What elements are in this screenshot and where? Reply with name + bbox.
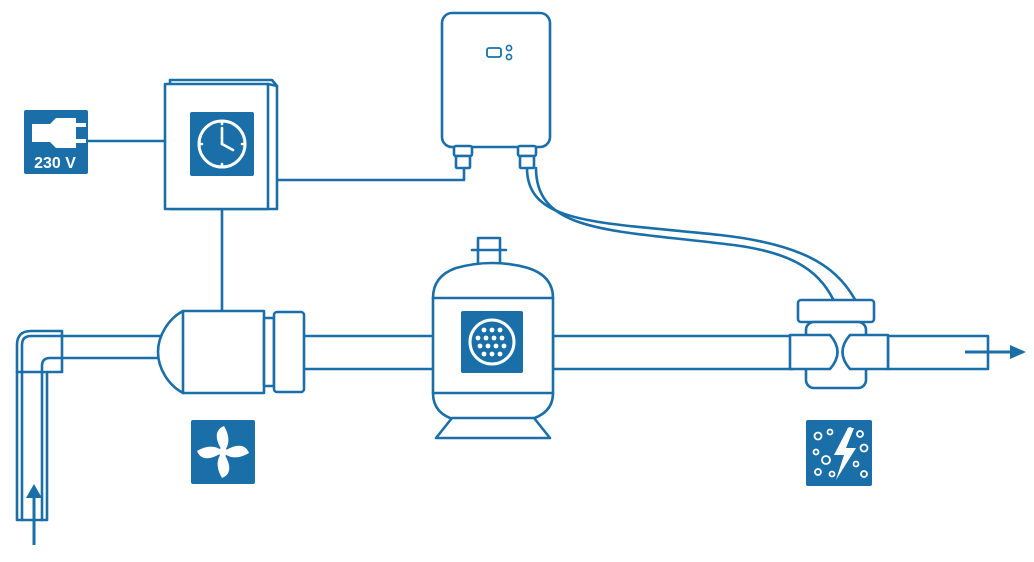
sand-filter	[431, 236, 555, 440]
controller-display-icon	[486, 44, 513, 61]
inlet-pipe	[15, 329, 162, 522]
electrolysis-icon	[806, 420, 872, 486]
power-voltage-label: 230 V	[34, 155, 76, 172]
timer-box	[163, 78, 279, 211]
power-plug-icon: 230 V	[24, 110, 88, 174]
controller-to-cell-cable-a	[525, 166, 860, 307]
inlet-flow-arrow-icon	[26, 484, 42, 545]
pump	[156, 309, 306, 395]
pump-impeller-icon	[191, 420, 255, 484]
outlet-flow-arrow-icon	[965, 345, 1026, 359]
clock-icon	[190, 112, 254, 176]
controller-to-cell-cable-b	[534, 166, 838, 307]
electrolyser-controller	[440, 11, 552, 170]
wiring	[86, 139, 860, 314]
filter-grid-icon	[461, 311, 523, 373]
electrolysis-cell	[788, 298, 890, 390]
timer-to-controller-cable	[275, 166, 466, 182]
